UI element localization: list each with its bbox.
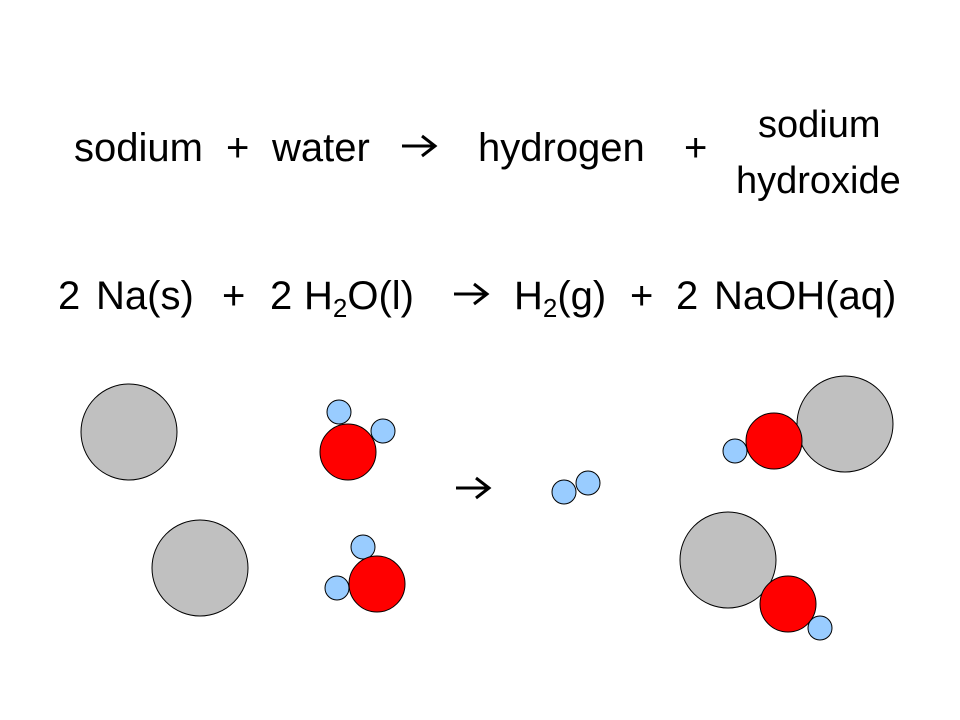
- word-water: water: [272, 126, 370, 170]
- sodium-atom: [151, 519, 249, 617]
- oxygen-atom: [348, 555, 406, 613]
- formula-na: Na(s): [96, 274, 194, 318]
- hydrogen-atom: [350, 534, 376, 560]
- sodium-atom: [80, 383, 178, 481]
- h2-state: (g): [557, 274, 607, 318]
- hydrogen-atom: [326, 399, 352, 425]
- word-sodium-hydroxide-line2: hydroxide: [736, 160, 901, 202]
- hydrogen-atom: [370, 418, 396, 444]
- symbol-arrow-icon: [454, 282, 490, 306]
- sym-plus-2: +: [630, 274, 654, 318]
- h2-h: H: [514, 274, 543, 318]
- oxygen-atom: [319, 423, 377, 481]
- formula-h2o: H2O(l): [304, 274, 414, 321]
- sodium-atom: [679, 511, 777, 609]
- formula-naoh: NaOH(aq): [714, 274, 897, 318]
- word-sodium-hydroxide-line1: sodium: [758, 104, 881, 146]
- h2o-rest: O(l): [347, 274, 414, 318]
- coef-naoh: 2: [676, 274, 699, 318]
- hydrogen-atom: [324, 575, 350, 601]
- oxygen-atom: [745, 412, 803, 470]
- word-hydrogen: hydrogen: [478, 126, 645, 170]
- word-plus-1: +: [226, 126, 250, 170]
- oxygen-atom: [759, 575, 817, 633]
- sodium-atom: [796, 375, 894, 473]
- coef-na: 2: [58, 274, 81, 318]
- coef-h2o: 2: [270, 274, 293, 318]
- h2-subscript: 2: [542, 293, 558, 323]
- hydrogen-atom: [575, 470, 601, 496]
- hydrogen-atom: [807, 615, 833, 641]
- sym-plus-1: +: [222, 274, 246, 318]
- h2o-subscript: 2: [332, 293, 348, 323]
- word-plus-2: +: [684, 126, 708, 170]
- word-arrow-icon: [402, 134, 438, 158]
- hydrogen-atom: [722, 438, 748, 464]
- formula-h2: H2(g): [514, 274, 607, 321]
- hydrogen-atom: [551, 479, 577, 505]
- word-sodium: sodium: [74, 126, 203, 170]
- h2o-h: H: [304, 274, 333, 318]
- reaction-arrow-icon: [456, 476, 492, 500]
